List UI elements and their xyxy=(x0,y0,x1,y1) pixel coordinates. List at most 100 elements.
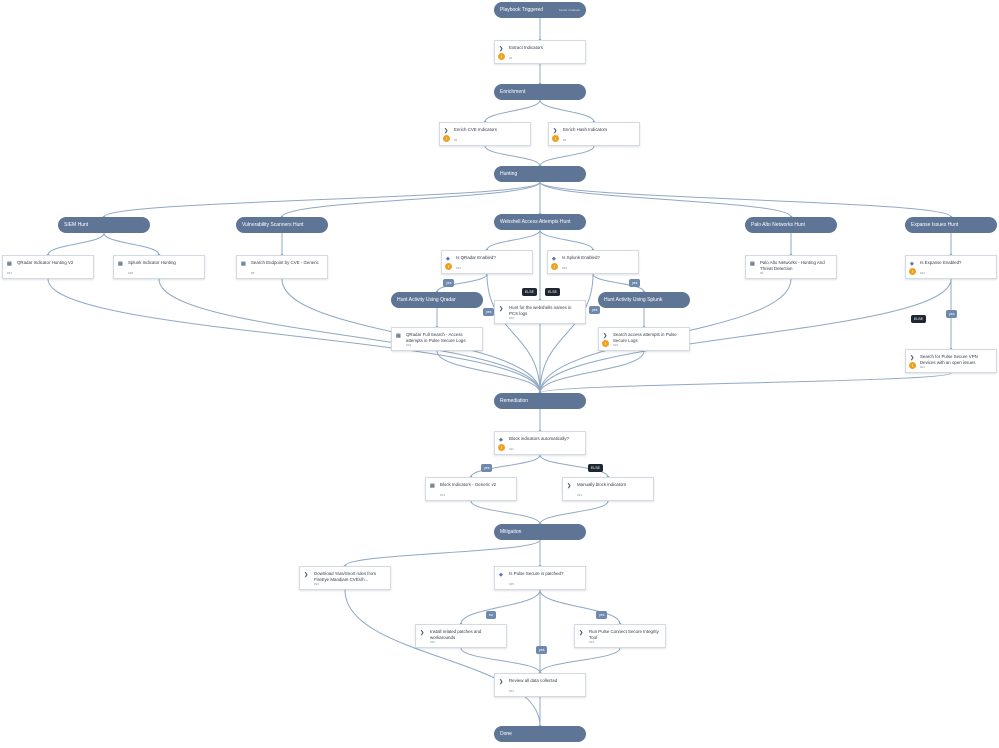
section-expanse-issues-hunt[interactable]: Expanse Issues Hunt xyxy=(905,217,997,233)
edge-connector xyxy=(539,372,952,394)
edge-connector xyxy=(539,145,595,167)
edge-label-else: ELSE xyxy=(911,315,926,323)
task-title: Search for Pulse Secure VPN Devices with… xyxy=(920,354,978,365)
arrow-icon: ❯ xyxy=(499,306,504,312)
edge-connector xyxy=(344,539,541,567)
task-palo-alto-hunting[interactable]: ▤ Palo Alto Networks - Hunting And Threa… xyxy=(745,255,837,279)
condition-diamond-icon: ◆ xyxy=(499,572,503,578)
task-is-splunk-enabled[interactable]: ◆ Is Splunk Enabled? ! #29 xyxy=(547,250,639,274)
task-block-indicators-automatically[interactable]: ◆ Block indicators automatically? ! #11 xyxy=(494,431,586,455)
section-done[interactable]: Done xyxy=(494,726,586,742)
edge-connector xyxy=(539,229,594,251)
task-title: Run Pulse Connect Secure Integrity Tool xyxy=(589,629,659,640)
task-splunk-indicator-hunting[interactable]: ▤ Splunk Indicator Hunting #28 xyxy=(113,255,205,279)
task-id: #23 xyxy=(589,640,595,644)
task-id: #10 xyxy=(456,266,462,270)
warning-badge-icon: ! xyxy=(445,263,452,270)
task-search-pulse-secure-vpn[interactable]: ❯ Search for Pulse Secure VPN Devices wi… xyxy=(905,349,997,373)
section-webshell-access-attempts-hunt[interactable]: Webshell Access Attempts Hunt xyxy=(494,214,586,230)
warning-badge-icon: ! xyxy=(909,268,916,275)
task-enrich-hash-indicators[interactable]: ❯ Enrich Hash Indicators ! #6 xyxy=(548,122,640,146)
edge-connector xyxy=(47,232,105,256)
edge-connector xyxy=(539,647,621,674)
section-palo-alto-networks-hunt[interactable]: Palo Alto Networks Hunt xyxy=(745,217,837,233)
section-remediation[interactable]: Remediation xyxy=(494,393,586,409)
task-id: #21 xyxy=(920,365,926,369)
section-enrichment[interactable]: Enrichment xyxy=(494,84,586,100)
edge-label-else: ELSE xyxy=(588,464,603,472)
task-title: QRadar Full Search - Access attempts in … xyxy=(406,332,466,343)
task-block-indicators-generic[interactable]: ▤ Block Indicators - Generic v2 #13 xyxy=(425,477,517,501)
edge-label-yes: yes xyxy=(946,310,958,318)
task-id: #6 xyxy=(563,138,567,142)
section-label: Remediation xyxy=(500,398,529,404)
edge-connector xyxy=(281,181,541,218)
section-hunting[interactable]: Hunting xyxy=(494,166,586,182)
edge-connector xyxy=(486,273,541,394)
section-label: Webshell Access Attempts Hunt xyxy=(500,219,571,225)
task-is-qradar-enabled[interactable]: ◆ Is QRadar Enabled? ! #10 xyxy=(441,250,533,274)
task-title: Search Endpoint by CVE - Generic xyxy=(251,260,319,265)
edge-label-yes: yes xyxy=(629,279,641,287)
task-title: Install related patches and workarounds xyxy=(430,629,482,640)
task-install-related-patches[interactable]: ❯ Install related patches and workaround… xyxy=(415,624,507,648)
book-icon: ▤ xyxy=(241,261,246,267)
task-id: #25 xyxy=(509,582,515,586)
edge-connector xyxy=(344,589,541,727)
task-title: Manually block indicators xyxy=(577,482,627,487)
task-id: #8 xyxy=(251,271,255,275)
task-review-all-data[interactable]: ❯ Review all data collected #12 xyxy=(494,673,586,697)
edge-label-yes: yes xyxy=(589,306,601,314)
edge-connector xyxy=(486,229,541,251)
section-hunt-activity-qradar[interactable]: Hunt Activity Using Qradar xyxy=(391,292,483,308)
task-id: #18 xyxy=(613,343,619,347)
edge-connector xyxy=(158,278,541,394)
edge-label-else: ELSE xyxy=(522,288,537,296)
section-label: SIEM Hunt xyxy=(64,222,89,228)
section-mitigation[interactable]: Mitigation xyxy=(494,524,586,540)
arrow-icon: ❯ xyxy=(553,128,558,134)
task-title: Is QRadar Enabled? xyxy=(456,255,496,260)
task-id: #28 xyxy=(128,271,134,275)
condition-diamond-icon: ◆ xyxy=(446,256,450,262)
task-qradar-full-search[interactable]: ▤ QRadar Full Search - Access attempts i… xyxy=(391,327,483,351)
warning-badge-icon: ! xyxy=(909,362,916,369)
inputs-outputs-link[interactable]: Inputs / Outputs xyxy=(558,8,580,12)
section-label: Hunt Activity Using Qradar xyxy=(397,297,456,303)
edge-connector xyxy=(592,273,645,293)
edge-connector xyxy=(539,278,952,394)
section-label: Enrichment xyxy=(500,89,526,95)
task-is-expanse-enabled[interactable]: ◆ Is Expanse Enabled? ! #22 xyxy=(905,255,997,279)
task-extract-indicators[interactable]: ❯ Extract Indicators ! #2 xyxy=(494,40,586,64)
task-title: Block indicators automatically? xyxy=(509,436,570,441)
task-splunk-search-access-attempts[interactable]: ❯ Search access attempts in Pulse Secure… xyxy=(598,327,690,351)
edge-connector xyxy=(539,181,792,218)
task-qradar-indicator-hunting[interactable]: ▤ QRadar Indicator Hunting V2 #27 xyxy=(2,255,94,279)
section-label: Playbook Triggered xyxy=(500,7,544,13)
warning-badge-icon: ! xyxy=(443,135,450,142)
task-manually-block-indicators[interactable]: ❯ Manually block indicators #14 xyxy=(562,477,654,501)
task-run-integrity-tool[interactable]: ❯ Run Pulse Connect Secure Integrity Too… xyxy=(574,624,666,648)
book-icon: ▤ xyxy=(430,483,435,489)
edge-connector xyxy=(103,181,541,218)
task-hunt-webshells-names[interactable]: ❯ Hunt for the webshells names in PCS lo… xyxy=(494,300,586,324)
task-id: #20 xyxy=(509,316,515,320)
section-vulnerability-scanners-hunt[interactable]: Vulnerability Scanners Hunt xyxy=(236,217,328,233)
task-title: Palo Alto Networks - Hunting And Threat … xyxy=(760,260,825,271)
task-title: Splunk Indicator Hunting xyxy=(128,260,176,265)
section-siem-hunt[interactable]: SIEM Hunt xyxy=(58,217,150,233)
warning-badge-icon: ! xyxy=(602,340,609,347)
section-hunt-activity-splunk[interactable]: Hunt Activity Using Splunk xyxy=(598,292,690,308)
book-icon: ▤ xyxy=(750,261,755,267)
task-title: Hunt for the webshells names in PCS logs xyxy=(509,305,572,316)
task-is-pulse-secure-patched[interactable]: ◆ Is Pulse Secure is patched? #25 xyxy=(494,566,586,590)
task-download-yara-snort-rules[interactable]: ❯ Download Yara/Snort rules from FireEye… xyxy=(299,566,391,590)
edge-connector xyxy=(103,232,160,256)
section-label: Vulnerability Scanners Hunt xyxy=(242,222,304,228)
task-search-endpoint-by-cve[interactable]: ▤ Search Endpoint by CVE - Generic #8 xyxy=(236,255,328,279)
edge-connector xyxy=(539,273,594,394)
section-playbook-triggered[interactable]: Playbook Triggered Inputs / Outputs xyxy=(494,2,586,18)
section-label: Hunting xyxy=(500,171,518,177)
task-enrich-cve-indicators[interactable]: ❯ Enrich CVE Indicators ! #5 xyxy=(439,122,531,146)
